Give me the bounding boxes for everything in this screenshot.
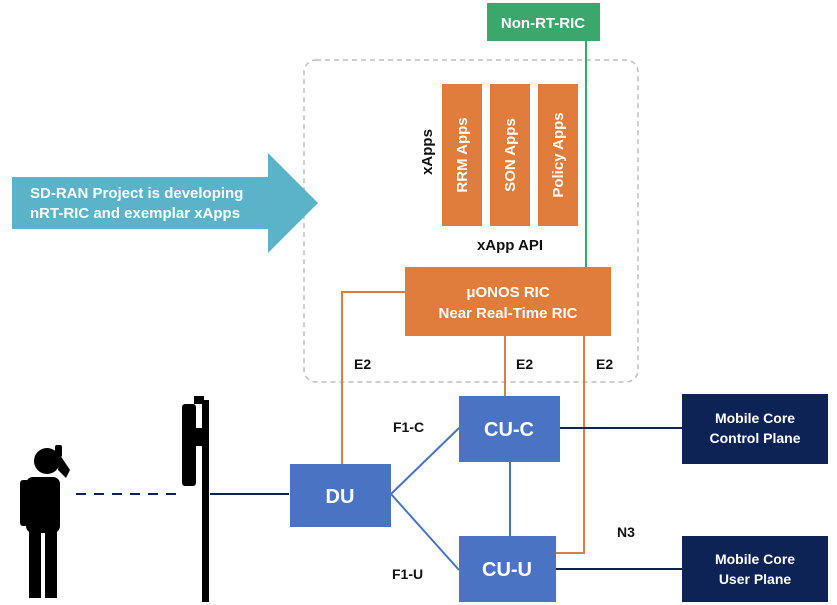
du-node[interactable]: DU — [290, 464, 391, 527]
cuu-label: CU-U — [482, 559, 532, 581]
core-user-plane-node[interactable]: Mobile Core User Plane — [682, 536, 828, 602]
core-user-line-1: Mobile Core — [715, 551, 795, 567]
banner-arrow-icon — [12, 153, 318, 253]
xapp-policy-label: Policy Apps — [550, 112, 567, 197]
onos-ric-line-2: Near Real-Time RIC — [439, 305, 578, 322]
xapps-group-label: xApps — [419, 129, 436, 175]
e2-cuu-link — [556, 336, 585, 554]
n3-label: N3 — [617, 524, 635, 540]
core-control-line-2: Control Plane — [709, 430, 800, 446]
core-user-line-2: User Plane — [719, 571, 792, 587]
banner-line-1: SD-RAN Project is developing — [30, 185, 243, 202]
onos-ric-node[interactable]: μONOS RIC Near Real-Time RIC — [405, 267, 611, 336]
e2-label-du: E2 — [354, 356, 371, 372]
banner-line-2: nRT-RIC and exemplar xApps — [30, 205, 240, 222]
xapp-rrm[interactable]: RRM Apps — [442, 84, 482, 226]
cuc-label: CU-C — [484, 419, 534, 441]
banner-arrow: SD-RAN Project is developing nRT-RIC and… — [12, 153, 318, 253]
core-control-line-1: Mobile Core — [715, 410, 795, 426]
e2-label-cuu: E2 — [596, 356, 613, 372]
f1c-label: F1-C — [393, 419, 424, 435]
person-on-phone-icon — [20, 445, 70, 598]
xapp-policy[interactable]: Policy Apps — [538, 84, 578, 226]
connections — [76, 40, 682, 571]
onos-ric-line-1: μONOS RIC — [466, 284, 550, 301]
e2-du-link — [341, 291, 406, 464]
non-rt-ric-node[interactable]: Non-RT-RIC — [487, 3, 600, 41]
cuu-node[interactable]: CU-U — [459, 536, 556, 602]
non-rt-ric-label: Non-RT-RIC — [501, 15, 585, 32]
xapp-api-label: xApp API — [477, 237, 543, 254]
xapp-rrm-label: RRM Apps — [454, 117, 471, 192]
ric-boundary-box — [303, 59, 639, 383]
xapp-son-label: SON Apps — [502, 118, 519, 192]
f1u-link — [390, 493, 460, 571]
f1u-label: F1-U — [392, 566, 423, 582]
xapp-son[interactable]: SON Apps — [490, 84, 530, 226]
cell-tower-icon — [182, 396, 209, 602]
core-control-plane-node[interactable]: Mobile Core Control Plane — [682, 394, 828, 464]
e2-label-cuc: E2 — [516, 356, 533, 372]
f1c-link — [390, 427, 460, 495]
du-label: DU — [326, 486, 355, 508]
cuc-node[interactable]: CU-C — [459, 396, 560, 462]
